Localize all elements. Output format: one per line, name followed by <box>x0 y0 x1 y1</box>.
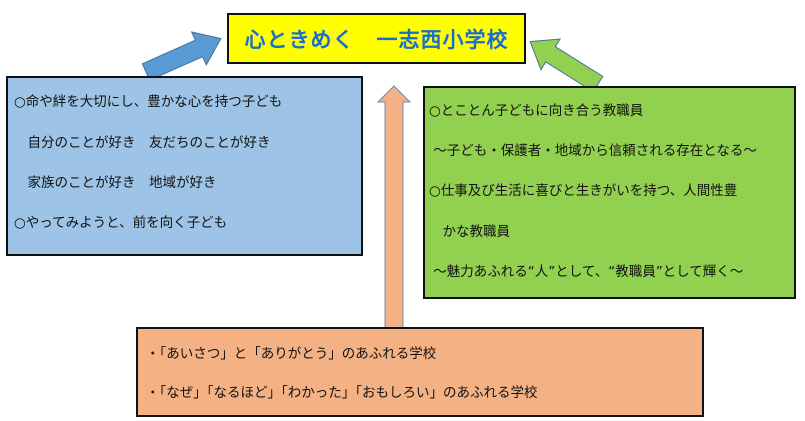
staff-goals-box: ○とことん子どもに向き合う教職員 ～子ども・保護者・地域から信頼される存在となる… <box>423 86 796 299</box>
staff-goal-line: ～魅力あふれる“人”として、“教職員”として輝く～ <box>429 264 744 280</box>
staff-goal-line: かな教職員 <box>429 224 510 240</box>
arrow-school-to-title <box>376 85 412 334</box>
staff-goal-line: ○仕事及び生活に喜びと生きがいを持つ、人間性豊 <box>429 183 738 199</box>
staff-goal-line: ○とことん子どもに向き合う教職員 <box>429 103 644 119</box>
title-box: 心ときめく 一志西小学校 <box>227 13 526 64</box>
children-goal-line: 自分のことが好き 友だちのことが好き <box>14 135 271 151</box>
school-goal-line: ・「あいさつ」と「ありがとう」のあふれる学校 <box>146 346 437 362</box>
children-goal-line: ○命や絆を大切にし、豊かな心を持つ子ども <box>14 94 283 110</box>
staff-goal-line: ～子ども・保護者・地域から信頼される存在となる～ <box>429 143 757 159</box>
children-goal-line: ○やってみようと、前を向く子ども <box>14 215 228 231</box>
children-goals-box: ○命や絆を大切にし、豊かな心を持つ子ども 自分のことが好き 友だちのことが好き … <box>6 76 363 256</box>
page-title: 心ときめく 一志西小学校 <box>244 27 509 52</box>
children-goal-line: 家族のことが好き 地域が好き <box>14 175 217 191</box>
school-goals-box: ・「あいさつ」と「ありがとう」のあふれる学校 ・「なぜ」「なるほど」「わかった」… <box>136 327 704 417</box>
school-goal-line: ・「なぜ」「なるほど」「わかった」「おもしろい」のあふれる学校 <box>146 385 538 401</box>
